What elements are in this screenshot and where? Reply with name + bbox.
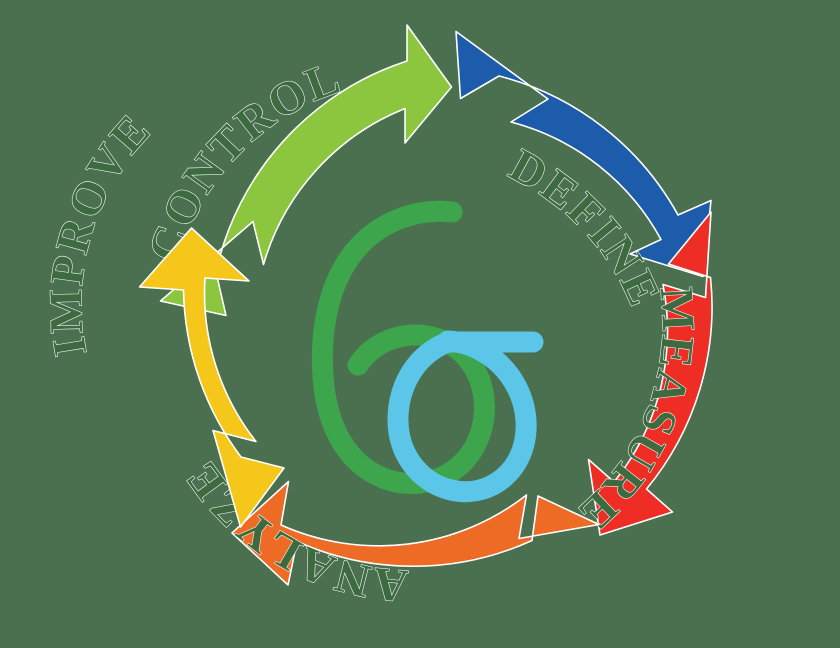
phase-arrow-improve[interactable]: IMPROVE	[40, 103, 285, 528]
analyze-arrow-shape	[231, 480, 600, 586]
measure-arrow-shape	[587, 211, 713, 536]
improve-label: IMPROVE	[40, 104, 161, 360]
improve-arrow-shape	[138, 227, 285, 528]
sigma-glyph	[387, 330, 544, 503]
six-sigma-logo	[311, 200, 544, 503]
arrow-ring: CONTROL DEFINE MEASURE	[40, 24, 713, 612]
phase-arrow-define[interactable]: DEFINE	[455, 30, 712, 315]
define-label: DEFINE	[501, 139, 671, 315]
control-arrow-shape	[159, 24, 453, 317]
